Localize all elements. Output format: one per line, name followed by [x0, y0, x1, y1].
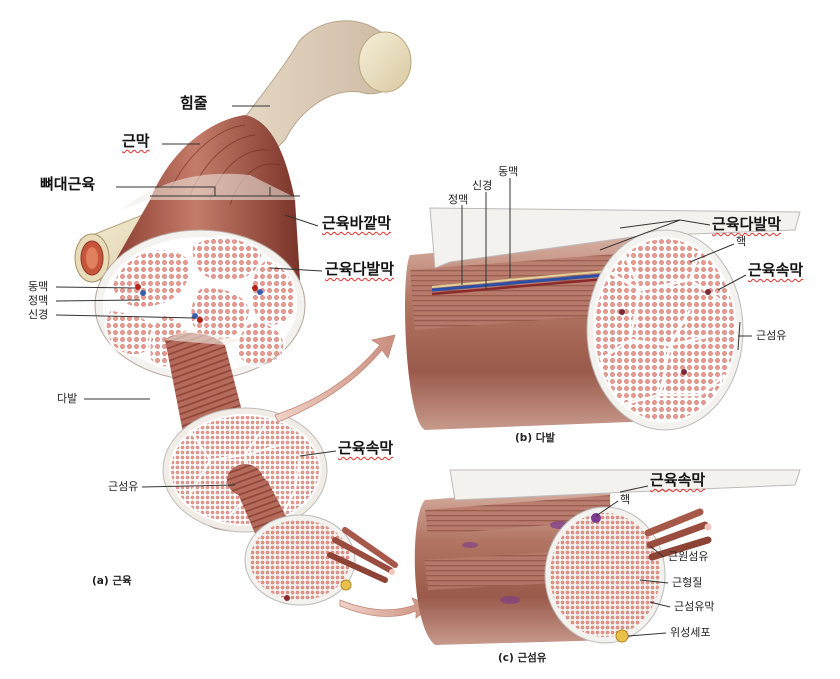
label-sarcolemma: 근섬유막	[674, 600, 715, 613]
label-vein: 정맥	[28, 294, 49, 307]
label-endomysium-c: 근육속막	[650, 471, 706, 489]
label-perimysium-b: 근육다발막	[712, 215, 782, 233]
label-muscle-fiber-b: 근섬유	[756, 329, 787, 342]
label-nerve: 신경	[28, 308, 49, 321]
label-fascicle: 다발	[57, 392, 78, 405]
fascicle-illustration	[405, 207, 801, 431]
single-fiber	[232, 473, 356, 606]
fascicle-cross-section	[162, 407, 328, 533]
caption-a: (a) 근육	[92, 575, 132, 587]
label-nucleus-b: 핵	[736, 235, 747, 248]
label-skeletal-muscle: 뼈대근육	[40, 175, 96, 193]
label-fascia: 근막	[122, 132, 150, 150]
label-endomysium-b: 근육속막	[748, 261, 804, 279]
label-nucleus-c: 핵	[620, 493, 631, 506]
label-artery: 동맥	[28, 280, 49, 293]
label-tendon: 힘줄	[180, 94, 208, 112]
muscle-cross-section	[94, 229, 306, 381]
caption-b: (b) 다발	[515, 432, 556, 444]
label-endomysium: 근육속막	[338, 439, 394, 457]
label-satellite-cell: 위성세포	[670, 626, 711, 639]
caption-c: (c) 근섬유	[498, 652, 547, 664]
label-epimysium: 근육바깥막	[322, 214, 392, 232]
label-artery-b: 동맥	[498, 165, 519, 178]
leader-lines	[55, 105, 752, 637]
label-perimysium: 근육다발막	[325, 260, 395, 278]
label-vein-b: 정맥	[448, 193, 469, 206]
fiber-illustration	[414, 469, 801, 645]
label-nerve-b: 신경	[472, 179, 493, 192]
myofibril-strands-a	[327, 527, 398, 583]
label-myofibril: 근원섬유	[668, 550, 709, 563]
label-sarcoplasm: 근형질	[672, 576, 703, 589]
arrow-to-b	[274, 334, 396, 423]
label-muscle-fiber: 근섬유	[108, 480, 139, 493]
